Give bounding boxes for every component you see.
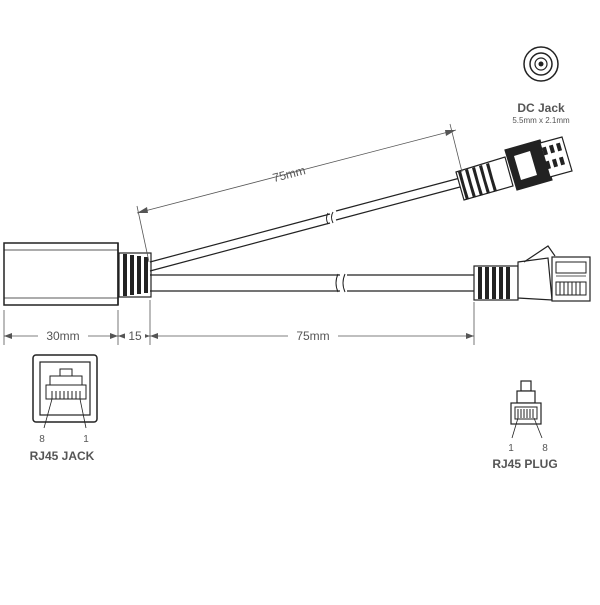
rj45-jack-boot [118,252,152,298]
dc-cable [149,177,461,272]
rj45-jack-label: RJ45 JACK [30,449,95,463]
dc-plug-connector [455,136,573,201]
rj45-plug-pin-1: 1 [508,443,514,454]
rj45-plug-front-icon [510,380,543,439]
rj45-cable [150,273,476,293]
split-offset-label: 15 [128,329,142,343]
dc-jack-spec: 5.5mm x 2.1mm [512,116,570,125]
rj45-jack-pin-8: 8 [39,434,45,445]
rj45-cable-length-label: 75mm [296,329,329,343]
dc-cable-dimension [136,123,463,263]
jack-body-length-label: 30mm [46,329,79,343]
rj45-plug-connector [473,245,591,302]
rj45-plug-pin-8: 8 [542,443,548,454]
dc-jack-title: DC Jack [517,101,565,115]
rj45-jack-pin-1: 1 [83,434,89,445]
dc-cable-length-label: 75mm [271,163,307,185]
rj45-jack-body [3,242,119,306]
rj45-jack-front-icon [32,354,98,429]
dc-jack-icon [523,46,559,82]
rj45-plug-label: RJ45 PLUG [492,457,557,471]
